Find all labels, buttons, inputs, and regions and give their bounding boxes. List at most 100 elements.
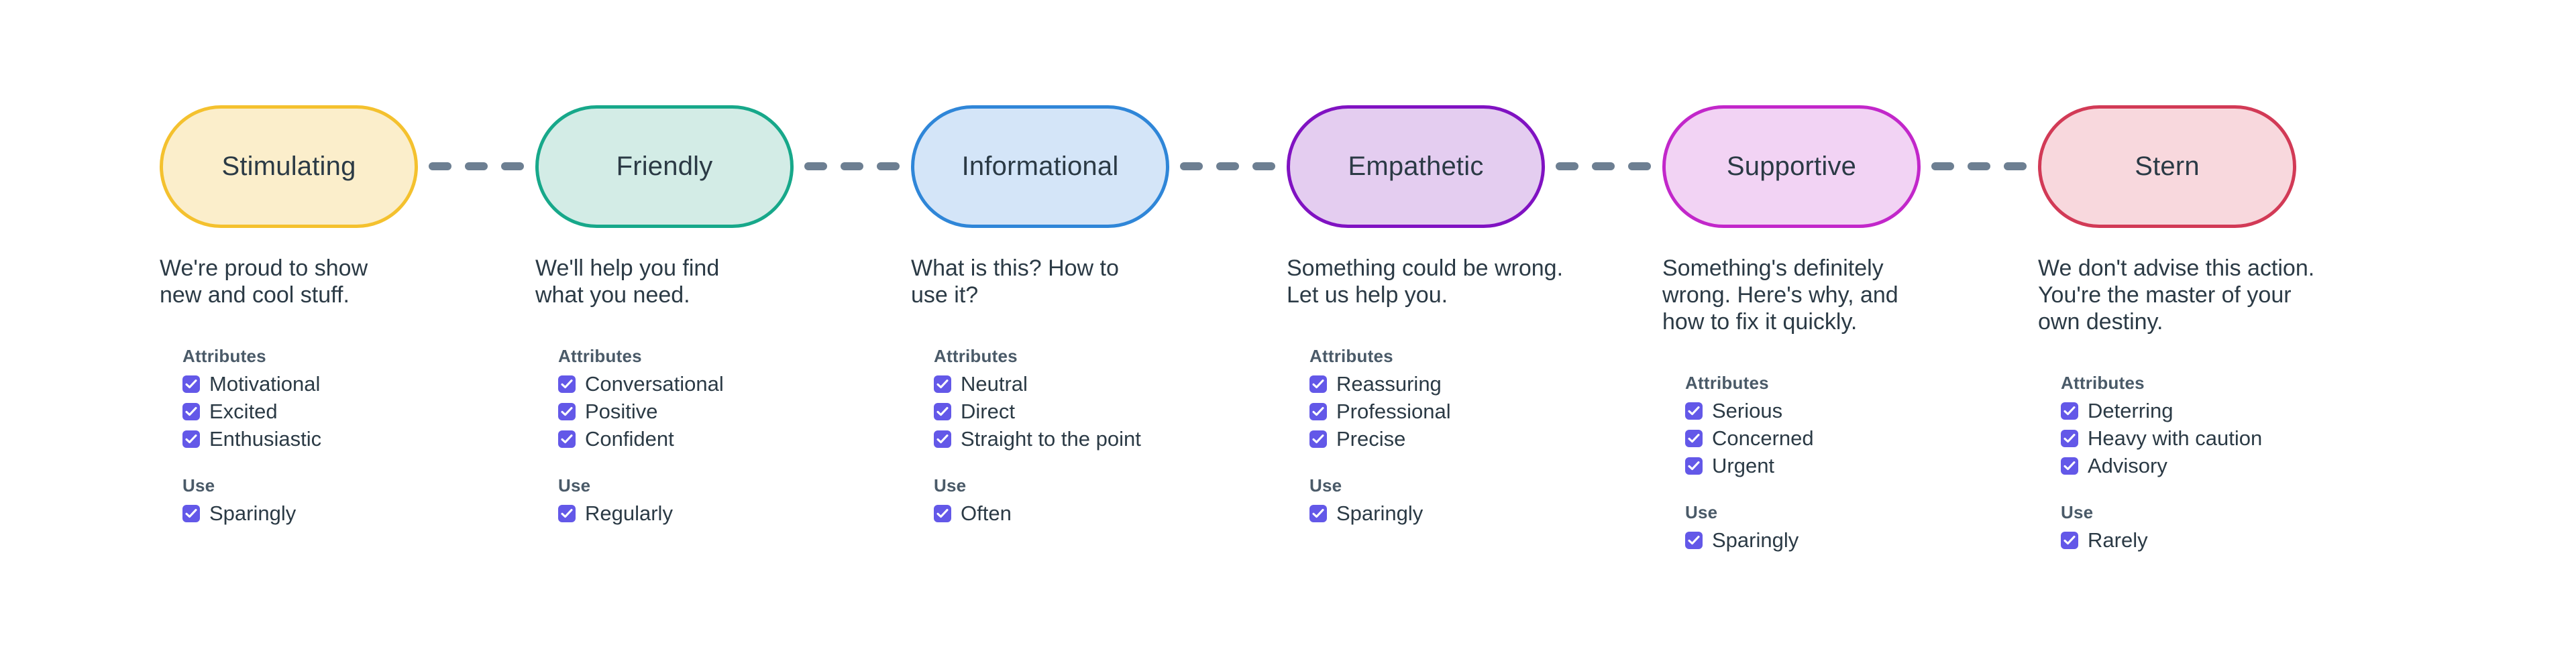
check-icon[interactable]: [1309, 505, 1327, 522]
attribute-item[interactable]: Urgent: [1685, 455, 2033, 477]
dash-segment: [1628, 162, 1651, 170]
check-icon[interactable]: [1685, 532, 1703, 549]
check-icon[interactable]: [2061, 457, 2078, 475]
dash-segment: [1252, 162, 1275, 170]
attribute-label: Urgent: [1712, 454, 1775, 477]
check-icon[interactable]: [934, 505, 951, 522]
tone-pill-informational[interactable]: Informational: [911, 105, 1169, 228]
check-icon[interactable]: [558, 375, 576, 393]
tone-pill-slot: Friendly: [535, 102, 936, 231]
tone-pill-stimulating[interactable]: Stimulating: [160, 105, 418, 228]
attribute-label: Straight to the point: [961, 427, 1141, 451]
attribute-item[interactable]: Precise: [1309, 428, 1657, 451]
attribute-label: Enthusiastic: [209, 427, 322, 451]
attribute-label: Motivational: [209, 372, 321, 396]
use-heading: Use: [1309, 475, 1342, 495]
use-item[interactable]: Sparingly: [1309, 502, 1657, 525]
attribute-item[interactable]: Deterring: [2061, 400, 2408, 422]
use-item[interactable]: Often: [934, 502, 1281, 525]
tone-example-text: We're proud to show new and cool stuff.: [160, 255, 368, 308]
use-heading: Use: [2061, 502, 2094, 522]
use-heading: Use: [1685, 502, 1718, 522]
attribute-item[interactable]: Direct: [934, 400, 1281, 423]
tone-detail-columns: We're proud to show new and cool stuff. A…: [0, 255, 2576, 556]
attribute-item[interactable]: Confident: [558, 428, 906, 451]
attribute-label: Direct: [961, 400, 1015, 423]
dash-segment: [2004, 162, 2027, 170]
dash-segment: [841, 162, 863, 170]
use-label: Sparingly: [1336, 501, 1424, 525]
check-icon[interactable]: [934, 375, 951, 393]
attribute-item[interactable]: Professional: [1309, 400, 1657, 423]
group-spacer: [934, 455, 1281, 475]
tone-pill-label: Empathetic: [1348, 151, 1484, 181]
attribute-item[interactable]: Enthusiastic: [182, 428, 530, 451]
tone-example-text: Something could be wrong. Let us help yo…: [1287, 255, 1564, 308]
use-heading: Use: [182, 475, 215, 495]
check-icon[interactable]: [2061, 430, 2078, 447]
group-spacer: [1309, 455, 1657, 475]
tone-pill-empathetic[interactable]: Empathetic: [1287, 105, 1545, 228]
check-icon[interactable]: [1309, 430, 1327, 448]
dash-segment: [1216, 162, 1239, 170]
check-icon[interactable]: [1685, 402, 1703, 420]
tone-pill-slot: Informational: [911, 102, 1311, 231]
attribute-label: Advisory: [2088, 454, 2167, 477]
use-item[interactable]: Sparingly: [182, 502, 530, 525]
tone-pill-stern[interactable]: Stern: [2038, 105, 2296, 228]
check-icon[interactable]: [558, 403, 576, 420]
check-icon[interactable]: [1685, 430, 1703, 447]
tone-column-stern: We don't advise this action. You're the …: [2033, 255, 2408, 556]
attribute-label: Heavy with caution: [2088, 426, 2263, 450]
attribute-item[interactable]: Reassuring: [1309, 373, 1657, 396]
dash-segment: [501, 162, 524, 170]
attribute-label: Confident: [585, 427, 674, 451]
tone-pill-slot: Empathetic: [1287, 102, 1687, 231]
check-icon[interactable]: [182, 505, 200, 522]
tone-pill-supportive[interactable]: Supportive: [1662, 105, 1921, 228]
check-icon[interactable]: [558, 430, 576, 448]
attributes-heading: Attributes: [1309, 346, 1393, 366]
check-icon[interactable]: [1685, 457, 1703, 475]
use-item[interactable]: Regularly: [558, 502, 906, 525]
attribute-item[interactable]: Positive: [558, 400, 906, 423]
attribute-item[interactable]: Serious: [1685, 400, 2033, 422]
attribute-item[interactable]: Concerned: [1685, 427, 2033, 450]
check-icon[interactable]: [2061, 532, 2078, 549]
dash-segment: [429, 162, 451, 170]
attribute-label: Neutral: [961, 372, 1028, 396]
check-icon[interactable]: [1309, 375, 1327, 393]
tone-pill-friendly[interactable]: Friendly: [535, 105, 794, 228]
attribute-item[interactable]: Motivational: [182, 373, 530, 396]
attribute-label: Professional: [1336, 400, 1451, 423]
check-icon[interactable]: [934, 430, 951, 448]
check-icon[interactable]: [934, 403, 951, 420]
attribute-item[interactable]: Advisory: [2061, 455, 2408, 477]
check-icon[interactable]: [182, 403, 200, 420]
tone-column-friendly: We'll help you find what you need.Attrib…: [530, 255, 906, 556]
attribute-item[interactable]: Straight to the point: [934, 428, 1281, 451]
tone-pill-label: Friendly: [616, 151, 713, 181]
attribute-item[interactable]: Heavy with caution: [2061, 427, 2408, 450]
attributes-heading: Attributes: [934, 346, 1018, 366]
check-icon[interactable]: [182, 375, 200, 393]
check-icon[interactable]: [2061, 402, 2078, 420]
check-icon[interactable]: [182, 430, 200, 448]
check-icon[interactable]: [1309, 403, 1327, 420]
dash-segment: [1556, 162, 1578, 170]
attribute-label: Precise: [1336, 427, 1406, 451]
tone-example-text: We'll help you find what you need.: [535, 255, 720, 308]
attribute-item[interactable]: Excited: [182, 400, 530, 423]
attribute-item[interactable]: Conversational: [558, 373, 906, 396]
use-item[interactable]: Rarely: [2061, 529, 2408, 552]
check-icon[interactable]: [558, 505, 576, 522]
dash-segment: [1968, 162, 1990, 170]
attribute-item[interactable]: Neutral: [934, 373, 1281, 396]
use-item[interactable]: Sparingly: [1685, 529, 2033, 552]
group-spacer: [558, 455, 906, 475]
attributes-heading: Attributes: [182, 346, 266, 366]
